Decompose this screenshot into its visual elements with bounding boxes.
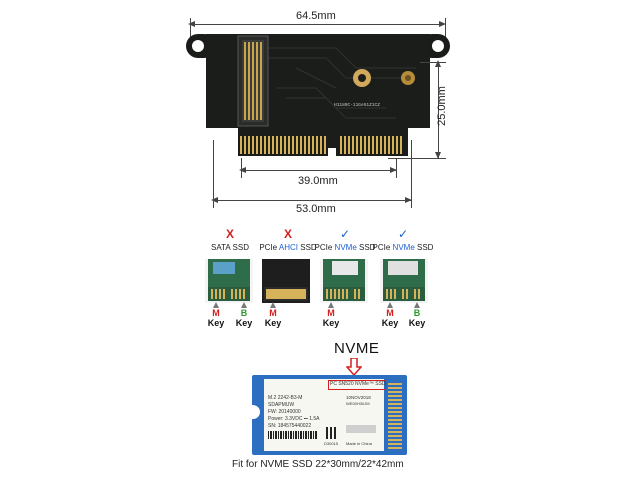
label-power: Power: 3.3VDC ⎓ 1.5A [268,416,320,422]
key-word: Key [408,318,426,328]
inner-dim-arrow-right [390,167,397,173]
column-label-ahci: PCIe AHCI SSD [259,243,317,252]
height-dim-tick-top [420,62,446,63]
key-word: Key [207,318,225,328]
ssd-edge-nvme-m [320,259,368,303]
key-letter-m: M [386,308,394,318]
inner-dim-arrow-left [239,167,246,173]
label-fw: FW: 20140000 [268,409,301,415]
supported-check: ✓ [339,227,351,241]
screw-notch [250,405,260,419]
height-dim-label: 25.0mm [436,86,448,126]
key-arrow [213,302,219,308]
bottom-dim-tick-right [411,140,412,208]
key-arrow [414,302,420,308]
bottom-dim-arrow-left [211,197,218,203]
column-label-nvme-m: PCIe NVMe SSD [314,243,376,252]
bottom-dim-line [213,200,411,201]
adapter-board: H1180C-11Ge51Z1CZ [186,34,450,156]
label-title: PC SN520 NVMe™ SSD [330,381,386,387]
key-word: Key [264,318,282,328]
key-word: Key [235,318,253,328]
bottom-dim-tick-left [213,140,214,208]
label-date: 10NOV2018 [346,395,371,400]
key-letter-m: M [212,308,220,318]
key-letter-m: M [327,308,335,318]
top-dim-arrow-right [439,21,446,27]
certification-icons [346,425,376,433]
key-arrow [270,302,276,308]
key-arrow [328,302,334,308]
serial-text: H1180C-11Ge51Z1CZ [334,102,380,108]
height-dim-arrow-bottom [435,152,441,159]
column-label-nvme-mb: PCIe NVMe SSD [372,243,434,252]
key-word: Key [322,318,340,328]
gold-fingers [388,381,402,449]
top-dim-arrow-left [188,21,195,27]
label-sn: SN: 184575440022 [268,423,312,429]
top-dim-tick-right [445,18,446,40]
label-origin: Made in China [346,441,372,446]
bottom-dim-label: 53.0mm [296,203,336,215]
top-dim-line [190,24,444,25]
inner-dim-tick-left [241,158,242,178]
height-dim-arrow-top [435,60,441,67]
unsupported-mark: X [283,227,292,241]
bottom-dim-arrow-right [405,197,412,203]
label-qr: D30015 [324,441,339,446]
barcode-icon [268,431,318,439]
supported-check: ✓ [397,227,409,241]
ssd-edge-nvme-mb [380,259,428,303]
nvme-callout: NVME [334,340,380,357]
column-label-sata: SATA SSD [211,243,249,252]
inner-dim-label: 39.0mm [298,175,338,187]
key-letter-m: M [269,308,277,318]
top-dim-tick-left [190,18,191,40]
key-word: Key [381,318,399,328]
key-letter-b: B [413,308,421,318]
height-dim-line [438,62,439,158]
ssd-label: PC SN520 NVMe™ SSD M.2 2242-B3-M SDAPMUW… [264,379,386,451]
label-highlight-box [328,380,386,390]
key-letter-b: B [240,308,248,318]
unsupported-mark: X [225,227,234,241]
ssd-edge-ahci [262,259,310,303]
inner-dim-tick-right [396,158,397,178]
ssd-card: PC SN520 NVMe™ SSD M.2 2242-B3-M SDAPMUW… [250,375,407,455]
label-barcode: WE00H30JM [346,401,370,406]
ssd-edge-sata [205,259,253,303]
label-model: M.2 2242-B3-M [268,395,303,401]
label-part: SDAPMUW [268,402,295,408]
qr-code-icon [326,427,338,439]
top-dim-label: 64.5mm [296,10,336,22]
callout-arrow [346,358,362,376]
inner-dim-line [241,170,396,171]
ssd-caption: Fit for NVME SSD 22*30mm/22*42mm [232,459,404,470]
key-arrow [387,302,393,308]
key-arrow [241,302,247,308]
height-dim-tick-bottom [388,158,446,159]
